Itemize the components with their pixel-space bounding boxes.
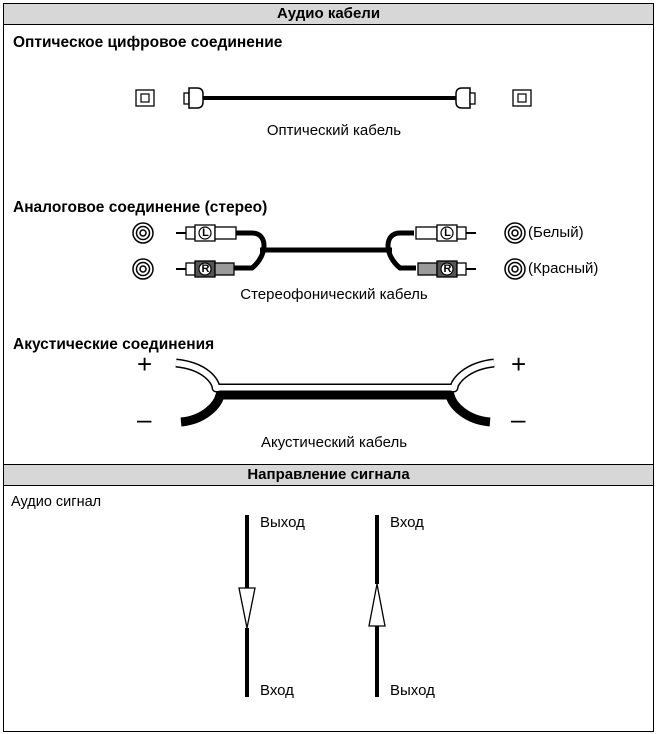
up-arrow-bottom-label: Выход <box>390 682 435 699</box>
rca-jack-left-top-icon <box>132 222 154 244</box>
plus-sign-left: + <box>137 349 153 379</box>
rca-jack-left-bottom-icon <box>132 258 154 280</box>
rca-jack-right-bottom-icon <box>504 258 526 280</box>
red-color-label: (Красный) <box>528 260 599 277</box>
stereo-cable-left-curve <box>232 230 267 271</box>
audio-signal-label: Аудио сигнал <box>11 494 102 510</box>
optical-plug-right-icon <box>455 87 476 109</box>
stereo-cable-right-curve <box>385 230 416 271</box>
optical-cable-diagram <box>135 87 532 109</box>
rca-plug-right-red-icon <box>417 260 476 278</box>
speaker-cable-negative <box>180 390 491 427</box>
speaker-cable-diagram <box>175 358 495 427</box>
rca-plug-left-white-icon <box>176 224 237 242</box>
minus-sign-right: – <box>511 404 526 434</box>
signal-arrow-down-icon <box>238 515 256 697</box>
optical-jack-right-icon <box>512 89 532 107</box>
stereo-cable-diagram <box>132 222 526 280</box>
down-arrow-bottom-label: Вход <box>260 682 294 699</box>
speaker-cable-positive-core <box>175 360 495 391</box>
speaker-cable-label: Акустический кабель <box>260 434 408 451</box>
plug-right-white-letter: L <box>444 227 451 239</box>
analog-heading: Аналоговое соединение (стерео) <box>13 199 268 216</box>
section-header-audio-cables: Аудио кабели <box>4 4 653 25</box>
optical-plug-left-icon <box>183 87 204 109</box>
signal-arrow-up-icon <box>368 515 386 697</box>
optical-heading: Оптическое цифровое соединение <box>13 34 283 51</box>
optical-cable-label: Оптический кабель <box>266 122 402 139</box>
white-color-label: (Белый) <box>528 224 584 241</box>
rca-jack-right-top-icon <box>504 222 526 244</box>
signal-direction-diagram <box>238 515 386 697</box>
plus-sign-right: + <box>511 349 527 379</box>
stereo-cable-label: Стереофонический кабель <box>240 286 428 303</box>
rca-plug-left-red-icon <box>176 260 235 278</box>
section-header-signal-direction: Направление сигнала <box>4 464 653 486</box>
page-frame: Аудио кабели Оптическое цифровое соедине… <box>3 3 654 732</box>
plug-left-white-letter: L <box>202 227 209 239</box>
rca-plug-right-white-icon <box>415 224 476 242</box>
speaker-heading: Акустические соединения <box>13 336 215 353</box>
optical-jack-left-icon <box>135 89 155 107</box>
minus-sign-left: – <box>137 404 152 434</box>
up-arrow-top-label: Вход <box>390 514 424 531</box>
down-arrow-top-label: Выход <box>260 514 305 531</box>
plug-right-red-letter: R <box>443 263 452 275</box>
plug-left-red-letter: R <box>201 263 210 275</box>
